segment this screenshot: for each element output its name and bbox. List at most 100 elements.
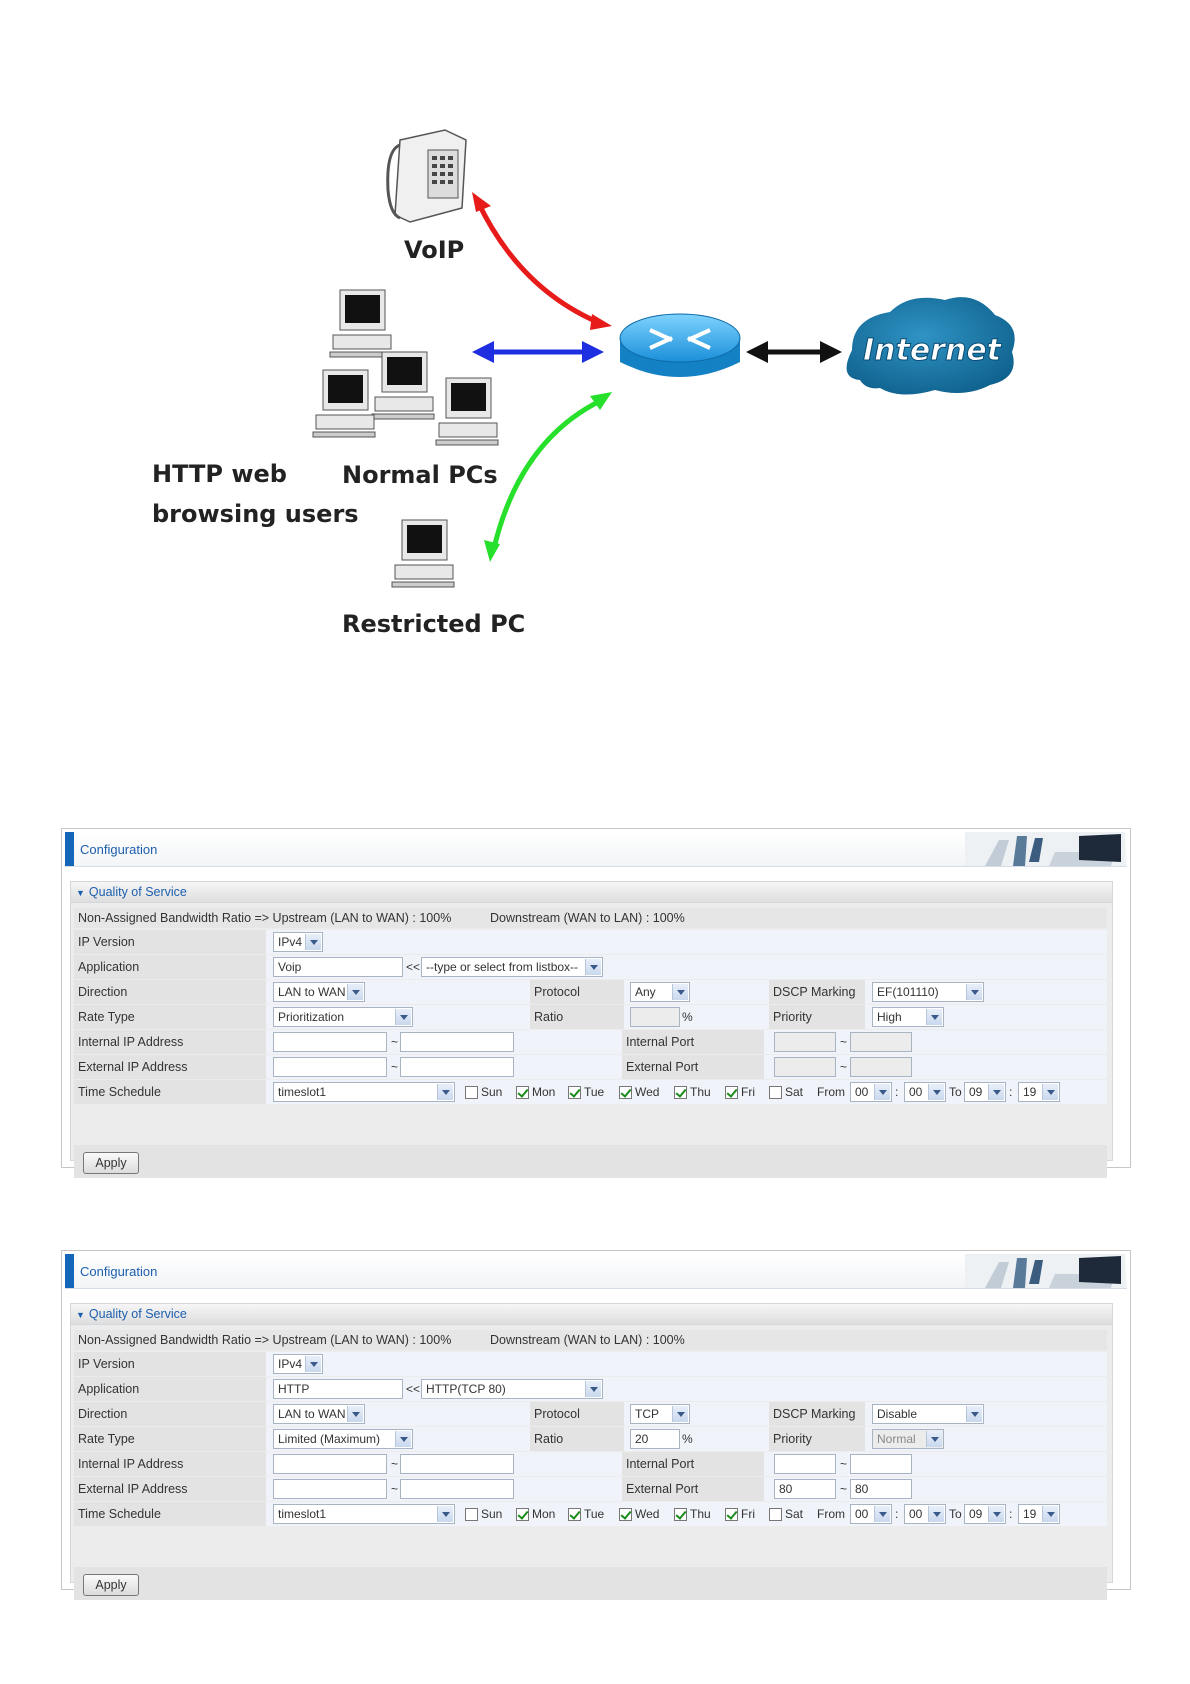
rate-type-select[interactable]: Prioritization bbox=[273, 1007, 413, 1027]
direction-select[interactable]: LAN to WAN bbox=[273, 1404, 365, 1424]
internal-port-end-input[interactable] bbox=[850, 1032, 912, 1052]
time-schedule-select[interactable]: timeslot1 bbox=[273, 1504, 455, 1524]
upstream-ratio-text: Non-Assigned Bandwidth Ratio => Upstream… bbox=[78, 911, 452, 925]
application-list-select[interactable]: HTTP(TCP 80) bbox=[421, 1379, 603, 1399]
external-ip-end-input[interactable] bbox=[400, 1479, 514, 1499]
day-label-thu: Thu bbox=[690, 1085, 711, 1099]
priority-select[interactable]: Normal bbox=[872, 1429, 944, 1449]
external-port-start-input[interactable]: 80 bbox=[774, 1479, 836, 1499]
from-minute-select[interactable]: 00 bbox=[904, 1504, 946, 1524]
application-input[interactable]: HTTP bbox=[273, 1379, 403, 1399]
collapse-triangle-icon[interactable]: ▼ bbox=[76, 888, 85, 898]
ratio-input[interactable]: 20 bbox=[630, 1429, 680, 1449]
day-checkbox-mon[interactable] bbox=[516, 1508, 529, 1521]
qos-section-title: Quality of Service bbox=[88, 1307, 187, 1321]
dscp-marking-select[interactable]: Disable bbox=[872, 1404, 984, 1424]
chevron-down-icon[interactable] bbox=[874, 1506, 890, 1522]
to-minute-select[interactable]: 19 bbox=[1018, 1504, 1060, 1524]
application-value: Voip bbox=[278, 960, 302, 974]
day-checkbox-mon[interactable] bbox=[516, 1086, 529, 1099]
day-checkbox-sat[interactable] bbox=[769, 1508, 782, 1521]
chevron-down-icon[interactable] bbox=[585, 1381, 601, 1397]
application-list-select[interactable]: --type or select from listbox-- bbox=[421, 957, 603, 977]
external-port-end-input[interactable]: 80 bbox=[850, 1479, 912, 1499]
qos-section-header[interactable]: ▼Quality of Service bbox=[71, 1304, 1112, 1325]
chevron-down-icon[interactable] bbox=[874, 1084, 890, 1100]
to-hour-select[interactable]: 09 bbox=[964, 1504, 1006, 1524]
ratio-input[interactable] bbox=[630, 1007, 680, 1027]
chevron-down-icon[interactable] bbox=[672, 984, 688, 1000]
qos-section-header[interactable]: ▼Quality of Service bbox=[71, 882, 1112, 903]
chevron-down-icon[interactable] bbox=[305, 1356, 321, 1372]
day-checkbox-sun[interactable] bbox=[465, 1508, 478, 1521]
day-checkbox-fri[interactable] bbox=[725, 1508, 738, 1521]
internal-ip-start-input[interactable] bbox=[273, 1032, 387, 1052]
chevron-down-icon[interactable] bbox=[437, 1084, 453, 1100]
chevron-down-icon[interactable] bbox=[928, 1506, 944, 1522]
configuration-title: Configuration bbox=[80, 842, 158, 857]
apply-button[interactable]: Apply bbox=[83, 1152, 139, 1174]
internal-port-end-input[interactable] bbox=[850, 1454, 912, 1474]
day-checkbox-wed[interactable] bbox=[619, 1508, 632, 1521]
internal-port-start-input[interactable] bbox=[774, 1032, 836, 1052]
chevron-down-icon[interactable] bbox=[928, 1084, 944, 1100]
external-ip-start-input[interactable] bbox=[273, 1057, 387, 1077]
direction-select[interactable]: LAN to WAN bbox=[273, 982, 365, 1002]
ip-version-select[interactable]: IPv4 bbox=[273, 1354, 323, 1374]
ip-version-row: IP Version IPv4 bbox=[74, 1352, 1107, 1376]
application-row: Application HTTP << HTTP(TCP 80) bbox=[74, 1377, 1107, 1401]
chevron-down-icon[interactable] bbox=[395, 1431, 411, 1447]
day-checkbox-thu[interactable] bbox=[674, 1086, 687, 1099]
dscp-marking-select[interactable]: EF(101110) bbox=[872, 982, 984, 1002]
protocol-select[interactable]: Any bbox=[630, 982, 690, 1002]
chevron-down-icon[interactable] bbox=[1042, 1084, 1058, 1100]
normal-pc-icon bbox=[371, 351, 435, 420]
chevron-down-icon[interactable] bbox=[1042, 1506, 1058, 1522]
chevron-down-icon[interactable] bbox=[988, 1084, 1004, 1100]
chevron-down-icon[interactable] bbox=[585, 959, 601, 975]
to-minute-select[interactable]: 19 bbox=[1018, 1082, 1060, 1102]
external-port-start-input[interactable] bbox=[774, 1057, 836, 1077]
chevron-down-icon[interactable] bbox=[395, 1009, 411, 1025]
internal-ip-start-input[interactable] bbox=[273, 1454, 387, 1474]
chevron-down-icon[interactable] bbox=[926, 1009, 942, 1025]
day-checkbox-sun[interactable] bbox=[465, 1086, 478, 1099]
chevron-down-icon[interactable] bbox=[437, 1506, 453, 1522]
chevron-down-icon[interactable] bbox=[926, 1431, 942, 1447]
from-hour-select[interactable]: 00 bbox=[850, 1504, 892, 1524]
time-schedule-select[interactable]: timeslot1 bbox=[273, 1082, 455, 1102]
chevron-down-icon[interactable] bbox=[347, 1406, 363, 1422]
chevron-down-icon[interactable] bbox=[966, 984, 982, 1000]
rate-type-select[interactable]: Limited (Maximum) bbox=[273, 1429, 413, 1449]
protocol-select[interactable]: TCP bbox=[630, 1404, 690, 1424]
qos-section: ▼Quality of Service Non-Assigned Bandwid… bbox=[70, 1303, 1113, 1600]
priority-select[interactable]: High bbox=[872, 1007, 944, 1027]
day-checkbox-tue[interactable] bbox=[568, 1508, 581, 1521]
day-checkbox-fri[interactable] bbox=[725, 1086, 738, 1099]
external-port-end-input[interactable] bbox=[850, 1057, 912, 1077]
external-ip-end-input[interactable] bbox=[400, 1057, 514, 1077]
chevron-down-icon[interactable] bbox=[988, 1506, 1004, 1522]
day-checkbox-wed[interactable] bbox=[619, 1086, 632, 1099]
internal-port-start-input[interactable] bbox=[774, 1454, 836, 1474]
chevron-down-icon[interactable] bbox=[672, 1406, 688, 1422]
protocol-label: Protocol bbox=[530, 980, 624, 1004]
collapse-triangle-icon[interactable]: ▼ bbox=[76, 1310, 85, 1320]
chevron-down-icon[interactable] bbox=[347, 984, 363, 1000]
rate-type-value: Prioritization bbox=[278, 1010, 345, 1024]
to-hour-select[interactable]: 09 bbox=[964, 1082, 1006, 1102]
application-input[interactable]: Voip bbox=[273, 957, 403, 977]
day-checkbox-thu[interactable] bbox=[674, 1508, 687, 1521]
chevron-down-icon[interactable] bbox=[966, 1406, 982, 1422]
internal-ip-end-input[interactable] bbox=[400, 1032, 514, 1052]
external-ip-start-input[interactable] bbox=[273, 1479, 387, 1499]
chevron-down-icon[interactable] bbox=[305, 934, 321, 950]
protocol-value: TCP bbox=[635, 1407, 659, 1421]
from-minute-select[interactable]: 00 bbox=[904, 1082, 946, 1102]
apply-button[interactable]: Apply bbox=[83, 1574, 139, 1596]
day-checkbox-sat[interactable] bbox=[769, 1086, 782, 1099]
ip-version-select[interactable]: IPv4 bbox=[273, 932, 323, 952]
day-checkbox-tue[interactable] bbox=[568, 1086, 581, 1099]
from-hour-select[interactable]: 00 bbox=[850, 1082, 892, 1102]
internal-ip-end-input[interactable] bbox=[400, 1454, 514, 1474]
